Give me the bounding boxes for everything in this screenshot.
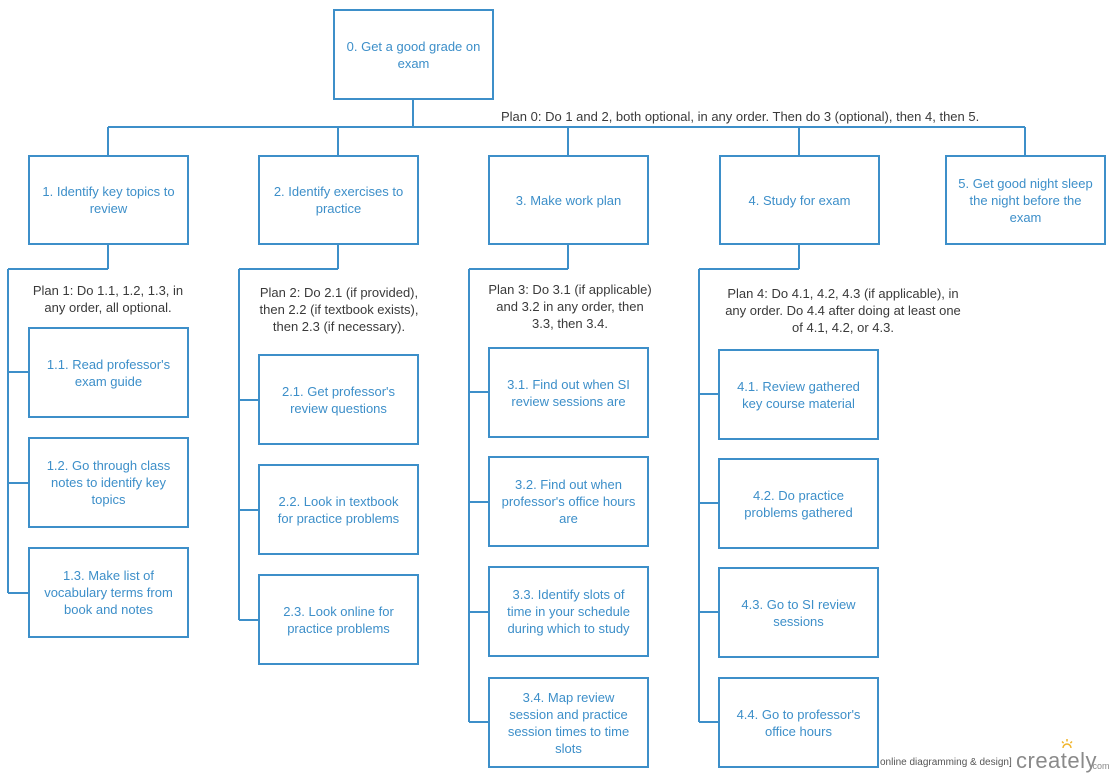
node-4-4[interactable]: 4.4. Go to professor's office hours [718,677,879,768]
creately-logo[interactable]: creately [1016,748,1098,773]
node-3-3[interactable]: 3.3. Identify slots of time in your sche… [488,566,649,657]
node-1-label: 1. Identify key topics to review [42,184,175,216]
node-4-1-label: 4.1. Review gathered key course material [737,378,860,411]
node-5[interactable]: 5. Get good night sleep the night before… [945,155,1106,245]
plan-1-line: any order, all optional. [44,300,172,315]
node-3-3-label: 3.3. Identify slots of time in your sche… [507,587,630,636]
node-2-1[interactable]: 2.1. Get professor's review questions [258,354,419,445]
plan-3-line: and 3.2 in any order, then [496,299,644,314]
node-1[interactable]: 1. Identify key topics to review [28,155,189,245]
plan-4-line: Plan 4: Do 4.1, 4.2, 4.3 (if applicable)… [727,286,959,301]
node-3-1[interactable]: 3.1. Find out when SI review sessions ar… [488,347,649,438]
node-2[interactable]: 2. Identify exercises to practice [258,155,419,245]
plan-1: Plan 1: Do 1.1, 1.2, 1.3, in any order, … [10,282,206,316]
node-2-1-label: 2.1. Get professor's review questions [281,383,396,416]
node-4[interactable]: 4. Study for exam [719,155,880,245]
node-1-1-label: 1.1. Read professor's exam guide [46,356,171,389]
node-root[interactable]: 0. Get a good grade on exam [333,9,494,100]
node-4-3[interactable]: 4.3. Go to SI review sessions [718,567,879,658]
node-4-2-label: 4.2. Do practice problems gathered [744,487,853,520]
watermark-tagline: online diagramming & design] [880,757,1012,768]
node-2-3[interactable]: 2.3. Look online for practice problems [258,574,419,665]
node-2-label: 2. Identify exercises to practice [273,184,404,216]
node-4-1[interactable]: 4.1. Review gathered key course material [718,349,879,440]
node-3-1-label: 3.1. Find out when SI review sessions ar… [507,376,630,409]
node-1-3-label: 1.3. Make list of vocabulary terms from … [44,568,173,617]
node-2-2-label: 2.2. Look in textbook for practice probl… [277,493,400,526]
plan-1-line: Plan 1: Do 1.1, 1.2, 1.3, in [32,283,184,298]
node-4-4-label: 4.4. Go to professor's office hours [736,706,861,739]
node-4-label: 4. Study for exam [748,192,851,208]
node-1-2[interactable]: 1.2. Go through class notes to identify … [28,437,189,528]
node-2-3-label: 2.3. Look online for practice problems [283,603,394,636]
plan-3-line: 3.3, then 3.4. [532,316,608,331]
plan-3: Plan 3: Do 3.1 (if applicable) and 3.2 i… [472,281,668,332]
node-3-2-label: 3.2. Find out when professor's office ho… [501,477,636,526]
node-4-2[interactable]: 4.2. Do practice problems gathered [718,458,879,549]
node-3-4[interactable]: 3.4. Map review session and practice ses… [488,677,649,768]
plan-0: Plan 0: Do 1 and 2, both optional, in an… [501,108,979,125]
node-1-1[interactable]: 1.1. Read professor's exam guide [28,327,189,418]
plan-4-line: of 4.1, 4.2, or 4.3. [792,320,894,335]
node-3[interactable]: 3. Make work plan [488,155,649,245]
plan-4: Plan 4: Do 4.1, 4.2, 4.3 (if applicable)… [700,285,986,336]
node-root-label: 0. Get a good grade on exam [346,38,481,71]
creately-logo-suffix: .com [1090,761,1110,771]
plan-4-line: any order. Do 4.4 after doing at least o… [725,303,961,318]
plan-0-text: Plan 0: Do 1 and 2, both optional, in an… [501,109,980,124]
node-1-2-label: 1.2. Go through class notes to identify … [46,458,171,507]
plan-2: Plan 2: Do 2.1 (if provided), then 2.2 (… [241,284,437,335]
node-3-2[interactable]: 3.2. Find out when professor's office ho… [488,456,649,547]
node-5-label: 5. Get good night sleep the night before… [958,175,1093,225]
plan-3-line: Plan 3: Do 3.1 (if applicable) [488,282,652,297]
plan-2-line: then 2.2 (if textbook exists), [259,302,419,317]
plan-2-line: Plan 2: Do 2.1 (if provided), [259,285,419,300]
node-3-label: 3. Make work plan [515,192,622,208]
sun-icon [1061,739,1073,749]
node-2-2[interactable]: 2.2. Look in textbook for practice probl… [258,464,419,555]
node-3-4-label: 3.4. Map review session and practice ses… [507,689,630,756]
node-1-3[interactable]: 1.3. Make list of vocabulary terms from … [28,547,189,638]
plan-2-line: then 2.3 (if necessary). [272,319,406,334]
node-4-3-label: 4.3. Go to SI review sessions [741,596,856,629]
